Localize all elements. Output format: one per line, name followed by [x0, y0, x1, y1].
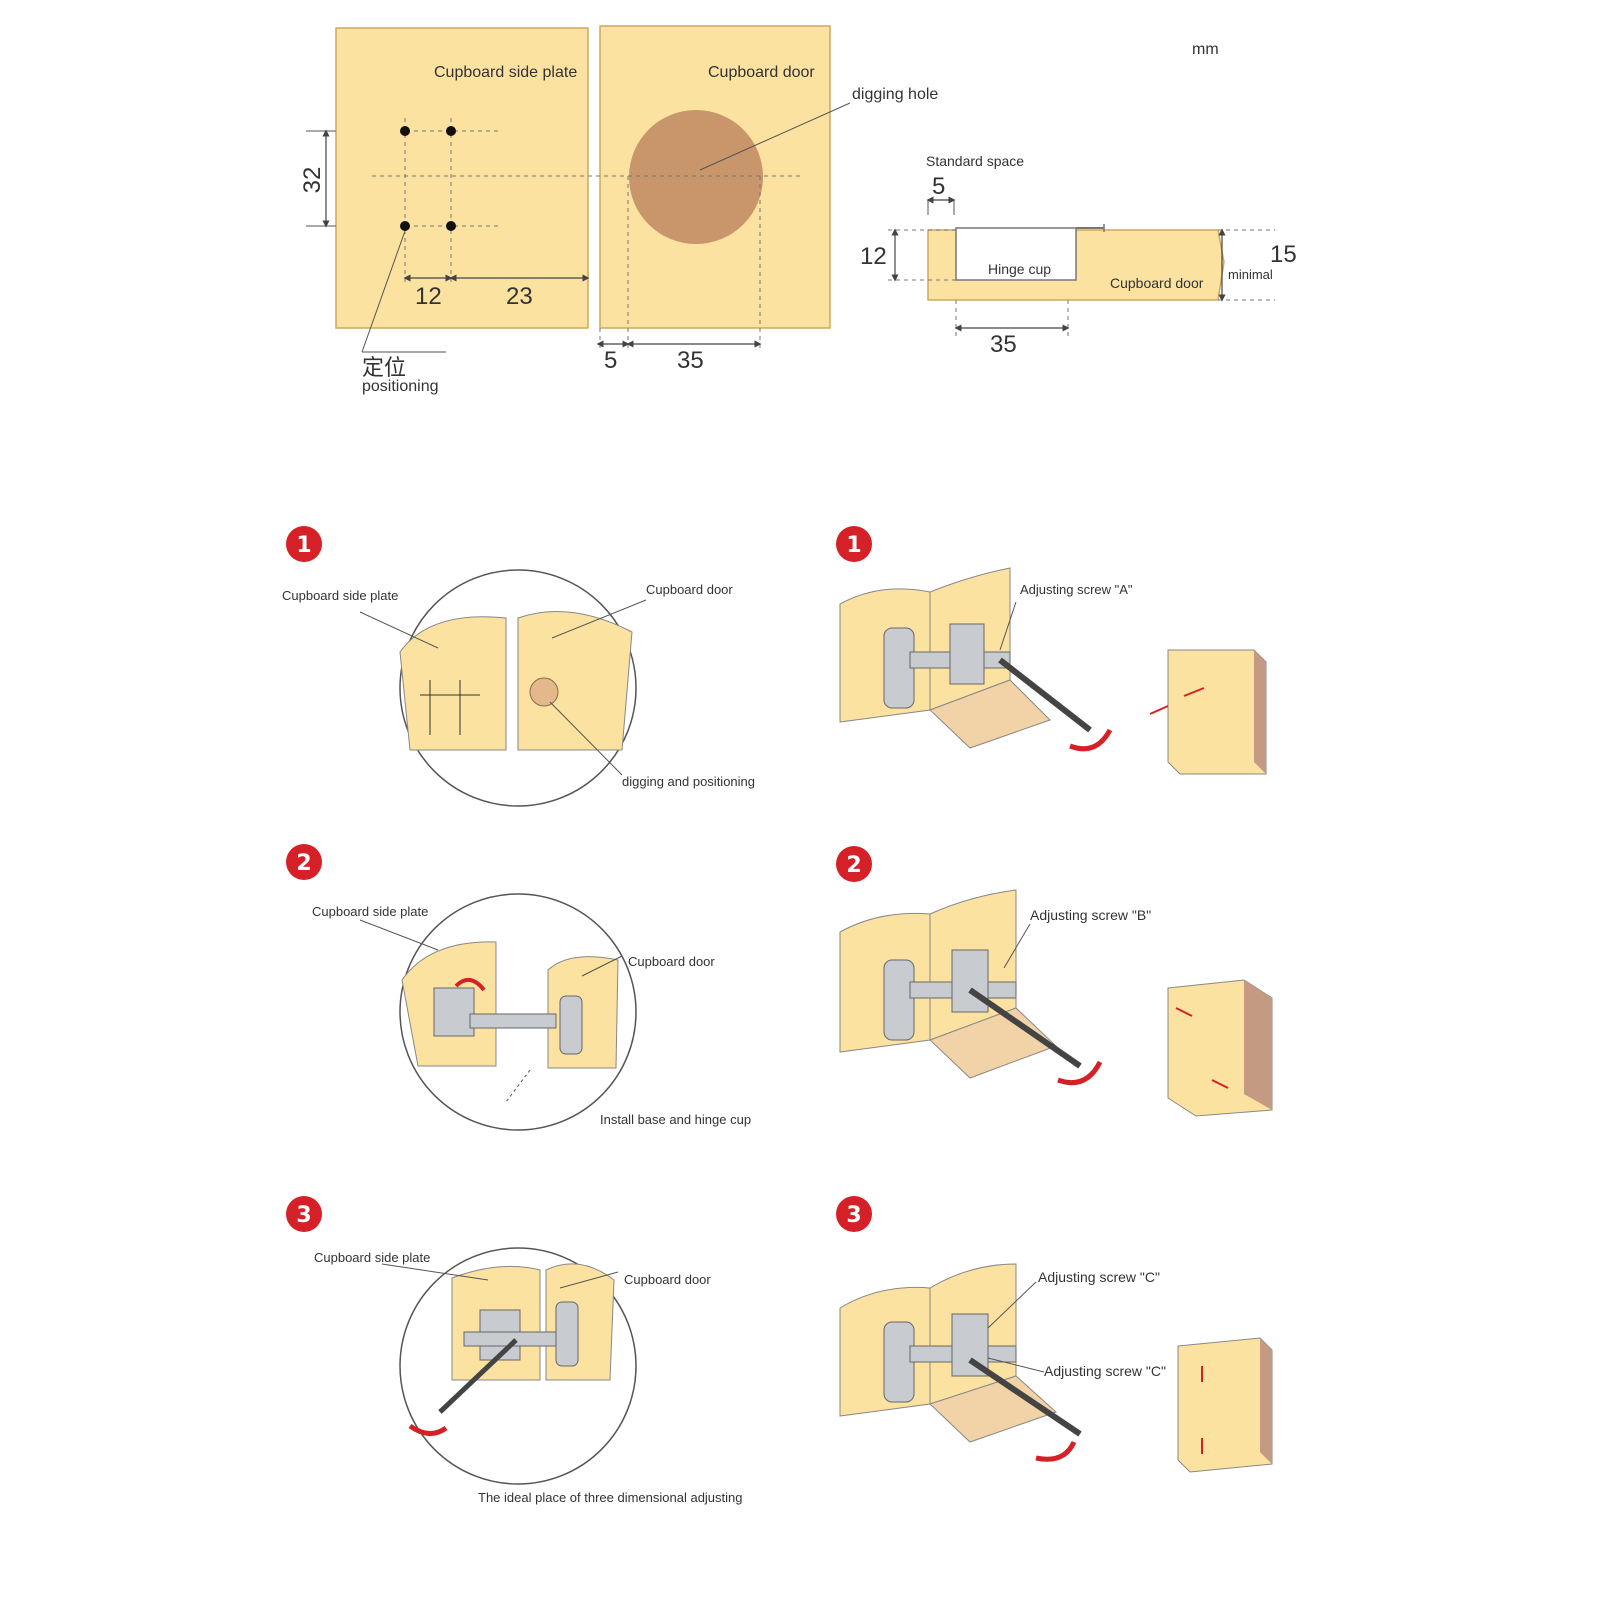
step-right-2: 2 Adjusting screw "B"	[836, 846, 1273, 1117]
side-plate-label: Cupboard side plate	[312, 904, 428, 919]
minimal-label: minimal	[1228, 267, 1273, 282]
section-door-label: Cupboard door	[1110, 275, 1204, 291]
hinge-cup	[955, 227, 1077, 281]
step-number: 2	[846, 853, 861, 878]
standard-space-label: Standard space	[926, 153, 1024, 169]
door-label: Cupboard door	[624, 1272, 711, 1287]
digging-hole	[629, 110, 763, 244]
positioning-cn-label: 定位	[362, 356, 406, 381]
caption: digging and positioning	[622, 774, 755, 789]
positioning-en-label: positioning	[362, 378, 439, 395]
section-dim-12: 12	[860, 243, 887, 270]
unit-label: mm	[1192, 41, 1219, 58]
dim-23: 23	[506, 283, 533, 310]
hinge-cup-label: Hinge cup	[988, 261, 1051, 277]
caption: Install base and hinge cup	[600, 1112, 751, 1127]
dim-35: 35	[677, 347, 704, 374]
step-number: 3	[846, 1203, 861, 1228]
dimension-diagram: Cupboard side plate Cupboard door diggin…	[299, 25, 1297, 395]
section-dim-15: 15	[1270, 241, 1297, 268]
screw-label-1: Adjusting screw "C"	[1038, 1269, 1160, 1285]
step-right-1: 1 Adjusting screw "A"	[836, 526, 1267, 775]
screw-label: Adjusting screw "A"	[1020, 582, 1133, 597]
door-label: Cupboard door	[708, 64, 815, 81]
side-plate-label: Cupboard side plate	[282, 588, 398, 603]
digging-hole-label: digging hole	[852, 86, 938, 103]
section-dim-5: 5	[932, 173, 945, 200]
cross-section: Standard space 5 Hinge cup Cupboard door…	[860, 153, 1297, 358]
dim-5: 5	[604, 347, 617, 374]
caption: The ideal place of three dimensional adj…	[478, 1490, 743, 1505]
section-dim-35: 35	[990, 331, 1017, 358]
dim-32: 32	[299, 167, 326, 194]
positioning-holes	[400, 126, 456, 231]
door-label: Cupboard door	[646, 582, 733, 597]
step-right-3: 3 Adjusting screw "C" Adjusting screw "C…	[836, 1196, 1273, 1473]
side-plate-label: Cupboard side plate	[434, 64, 577, 81]
step-left-2: 2 Cupboard side plate Cupboard door Inst…	[286, 844, 751, 1131]
step-number: 3	[296, 1203, 311, 1228]
step-number: 2	[296, 851, 311, 876]
step-number: 1	[846, 533, 861, 558]
screw-label: Adjusting screw "B"	[1030, 907, 1151, 923]
door-label: Cupboard door	[628, 954, 715, 969]
side-plate-label: Cupboard side plate	[314, 1250, 430, 1265]
step-left-3: 3 Cupboard side plate Cupboard door The …	[286, 1196, 743, 1505]
screw-label-2: Adjusting screw "C"	[1044, 1363, 1166, 1379]
step-left-1: 1 Cupboard side plate Cupboard door digg…	[282, 526, 755, 807]
dim-12: 12	[415, 283, 442, 310]
step-number: 1	[296, 533, 311, 558]
